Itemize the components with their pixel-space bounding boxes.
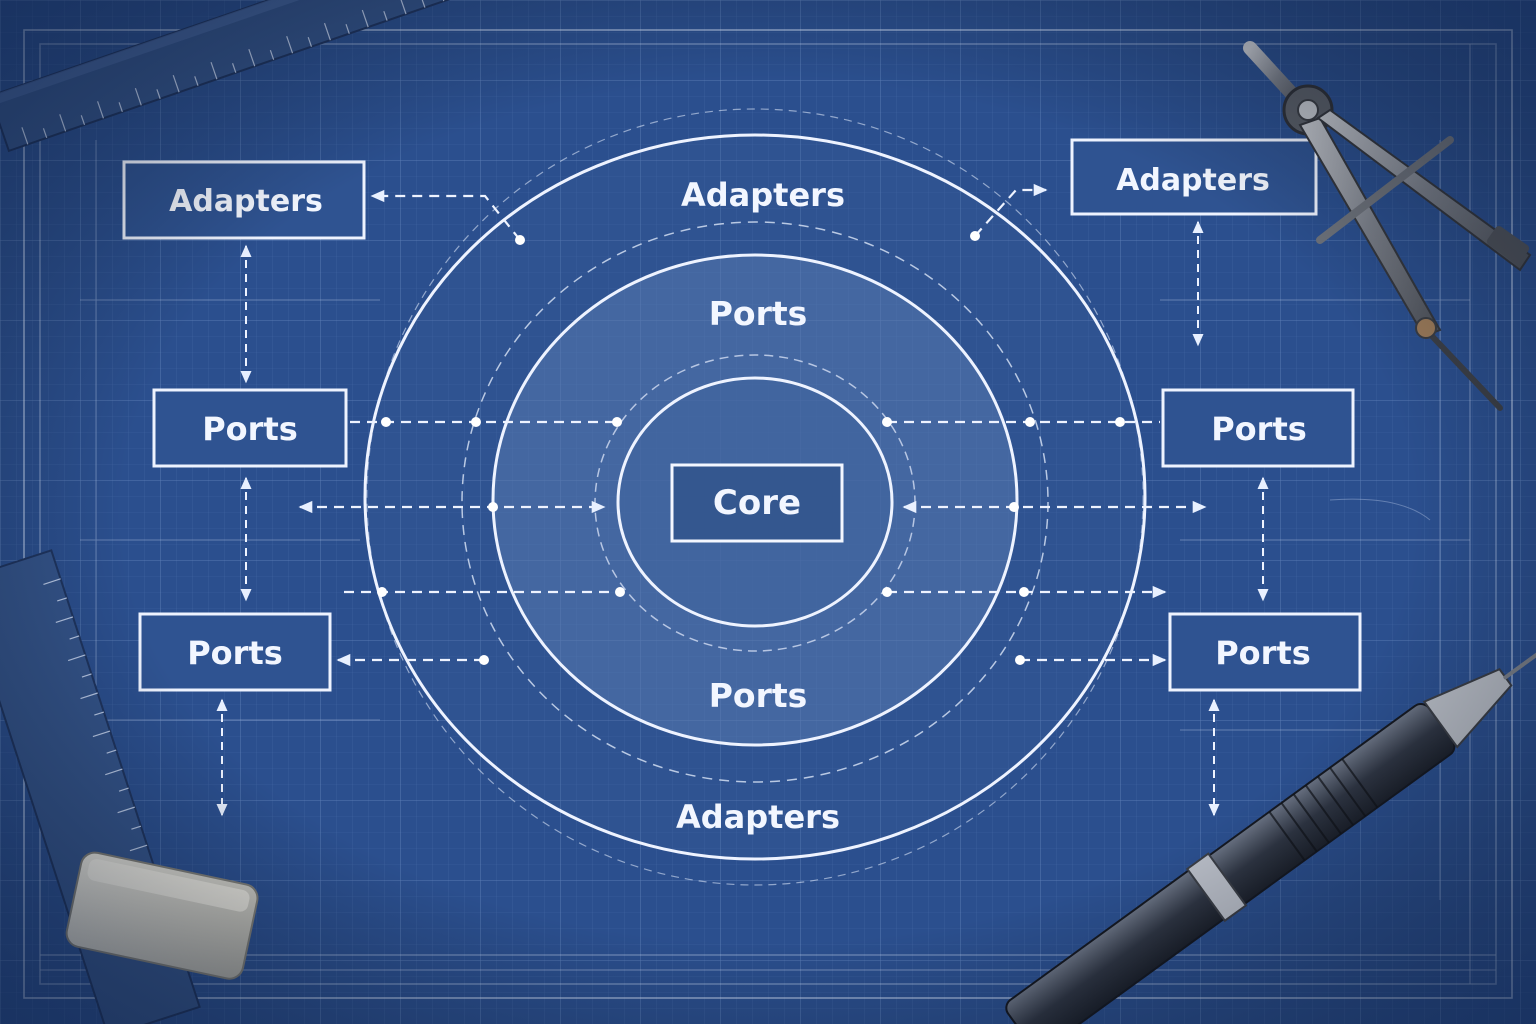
side-box-label: Ports [1211,410,1307,448]
side-box-label: Ports [187,634,283,672]
side-box-left-ports-lower: Ports [138,612,332,692]
ring-label-ports-bottom: Ports [709,676,808,715]
side-box-label: Adapters [1116,163,1270,198]
side-box-right-ports-lower: Ports [1168,612,1362,692]
side-box-label: Adapters [169,184,323,219]
core-box: Core [670,463,844,543]
ring-label-ports-top: Ports [709,294,808,333]
side-box-left-adapters: Adapters [122,160,366,240]
ring-label-adapters-top: Adapters [681,176,845,214]
side-box-right-adapters: Adapters [1070,138,1318,216]
side-box-label: Ports [1215,634,1311,672]
core-label: Core [713,483,801,523]
side-box-label: Ports [202,410,298,448]
ring-label-adapters-bottom: Adapters [676,798,840,836]
side-box-right-ports-upper: Ports [1161,388,1355,468]
side-box-left-ports-upper: Ports [152,388,348,468]
